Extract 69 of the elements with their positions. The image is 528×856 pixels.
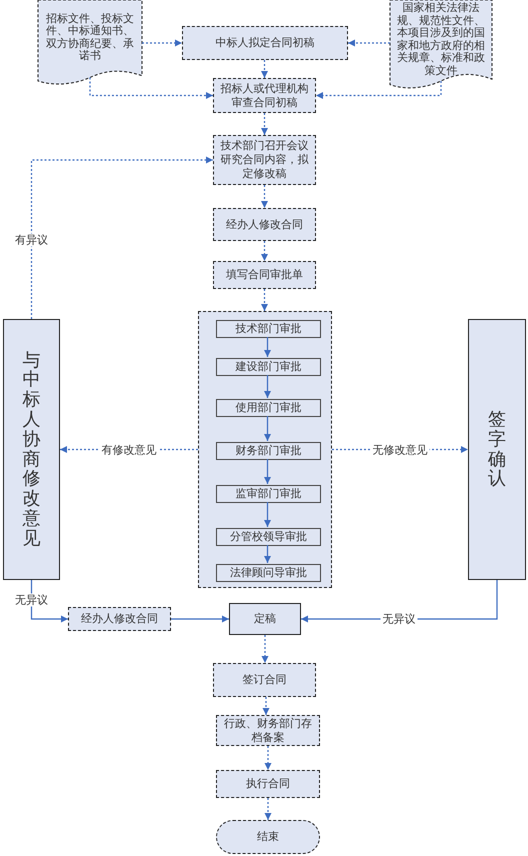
process-box — [213, 261, 316, 289]
connector-arrow — [264, 459, 271, 484]
connector-arrow — [30, 156, 213, 319]
connector-arrow — [171, 616, 229, 622]
node-text: 行政、财务部门存档备案 — [223, 716, 313, 744]
approval-step-box — [216, 564, 321, 582]
connector-arrow — [262, 635, 268, 663]
connector-arrow — [262, 697, 270, 715]
connector-arrow — [261, 289, 268, 311]
group-box — [198, 311, 332, 588]
connector-arrow — [264, 416, 271, 441]
process-box — [216, 715, 320, 746]
node-text: 签订合同 — [242, 673, 286, 687]
connector-arrow — [142, 40, 182, 46]
node-text: 技术部门审批 — [236, 322, 302, 336]
process-box — [468, 319, 526, 580]
edge-label: 有异议 — [13, 233, 50, 246]
node-text: 分管校领导审批 — [230, 530, 307, 544]
node-text: 中标人拟定合同初稿 — [216, 36, 314, 50]
node-text: 国家相关法律法规、规范性文件、本项目涉及到的国家和地方政府的相关规章、标准和政策文件 — [396, 2, 486, 78]
edge-label: 无异议 — [13, 593, 50, 606]
connector-arrow — [261, 241, 268, 261]
edge-label: 有修改意见 — [100, 443, 158, 456]
process-box — [182, 26, 348, 60]
node-text: 法律顾问导审批 — [230, 566, 307, 580]
approval-step-box — [216, 442, 321, 460]
edge-label: 无异议 — [380, 612, 418, 626]
node-text: 结束 — [257, 830, 279, 844]
process-box — [68, 607, 171, 631]
node-text: 与中标人协商修改意见 — [22, 350, 40, 548]
connector-arrow — [261, 113, 268, 135]
node-text: 招标文件、投标文件、中标通知书、双方协商纪要、承诺书 — [45, 12, 135, 63]
node-text: 填写合同审批单 — [226, 268, 303, 282]
process-box — [216, 770, 320, 798]
connector-arrow — [264, 502, 271, 527]
node-text: 使用部门审批 — [236, 401, 302, 415]
connector-arrow — [264, 337, 271, 357]
connector-arrow — [261, 185, 268, 208]
approval-step-box — [216, 320, 321, 338]
node-text: 财务部门审批 — [236, 444, 302, 458]
connector-arrow — [264, 375, 271, 398]
node-text: 招标人或代理机构审查合同初稿 — [220, 82, 310, 110]
approval-step-box — [216, 485, 321, 503]
node-text: 定稿 — [254, 612, 276, 626]
approval-step-box — [216, 528, 321, 546]
terminator-pill — [216, 820, 320, 854]
connector-arrow — [89, 77, 213, 99]
connector-arrow — [264, 746, 272, 770]
process-box — [213, 78, 316, 113]
connector-arrow — [348, 40, 390, 46]
node-text: 执行合同 — [246, 777, 290, 791]
approval-step-box — [216, 358, 321, 376]
node-text: 监审部门审批 — [236, 487, 302, 501]
process-box — [3, 319, 60, 580]
node-text: 经办人修改合同 — [81, 612, 158, 626]
connector-arrow — [264, 545, 271, 563]
edge-label: 无修改意见 — [370, 443, 430, 456]
process-box — [213, 135, 316, 185]
node-text: 建设部门审批 — [236, 360, 302, 374]
node-text: 技术部门召开会议研究合同内容，拟定修改稿 — [220, 139, 310, 181]
approval-step-box — [216, 399, 321, 417]
connector-arrow — [316, 80, 442, 99]
node-text: 经办人修改合同 — [226, 218, 303, 232]
process-box — [213, 663, 316, 697]
node-text: 签字确认 — [488, 410, 506, 490]
connector-arrow — [264, 798, 272, 820]
connector-arrow — [261, 60, 268, 78]
process-box — [229, 603, 301, 635]
process-box — [213, 208, 316, 241]
